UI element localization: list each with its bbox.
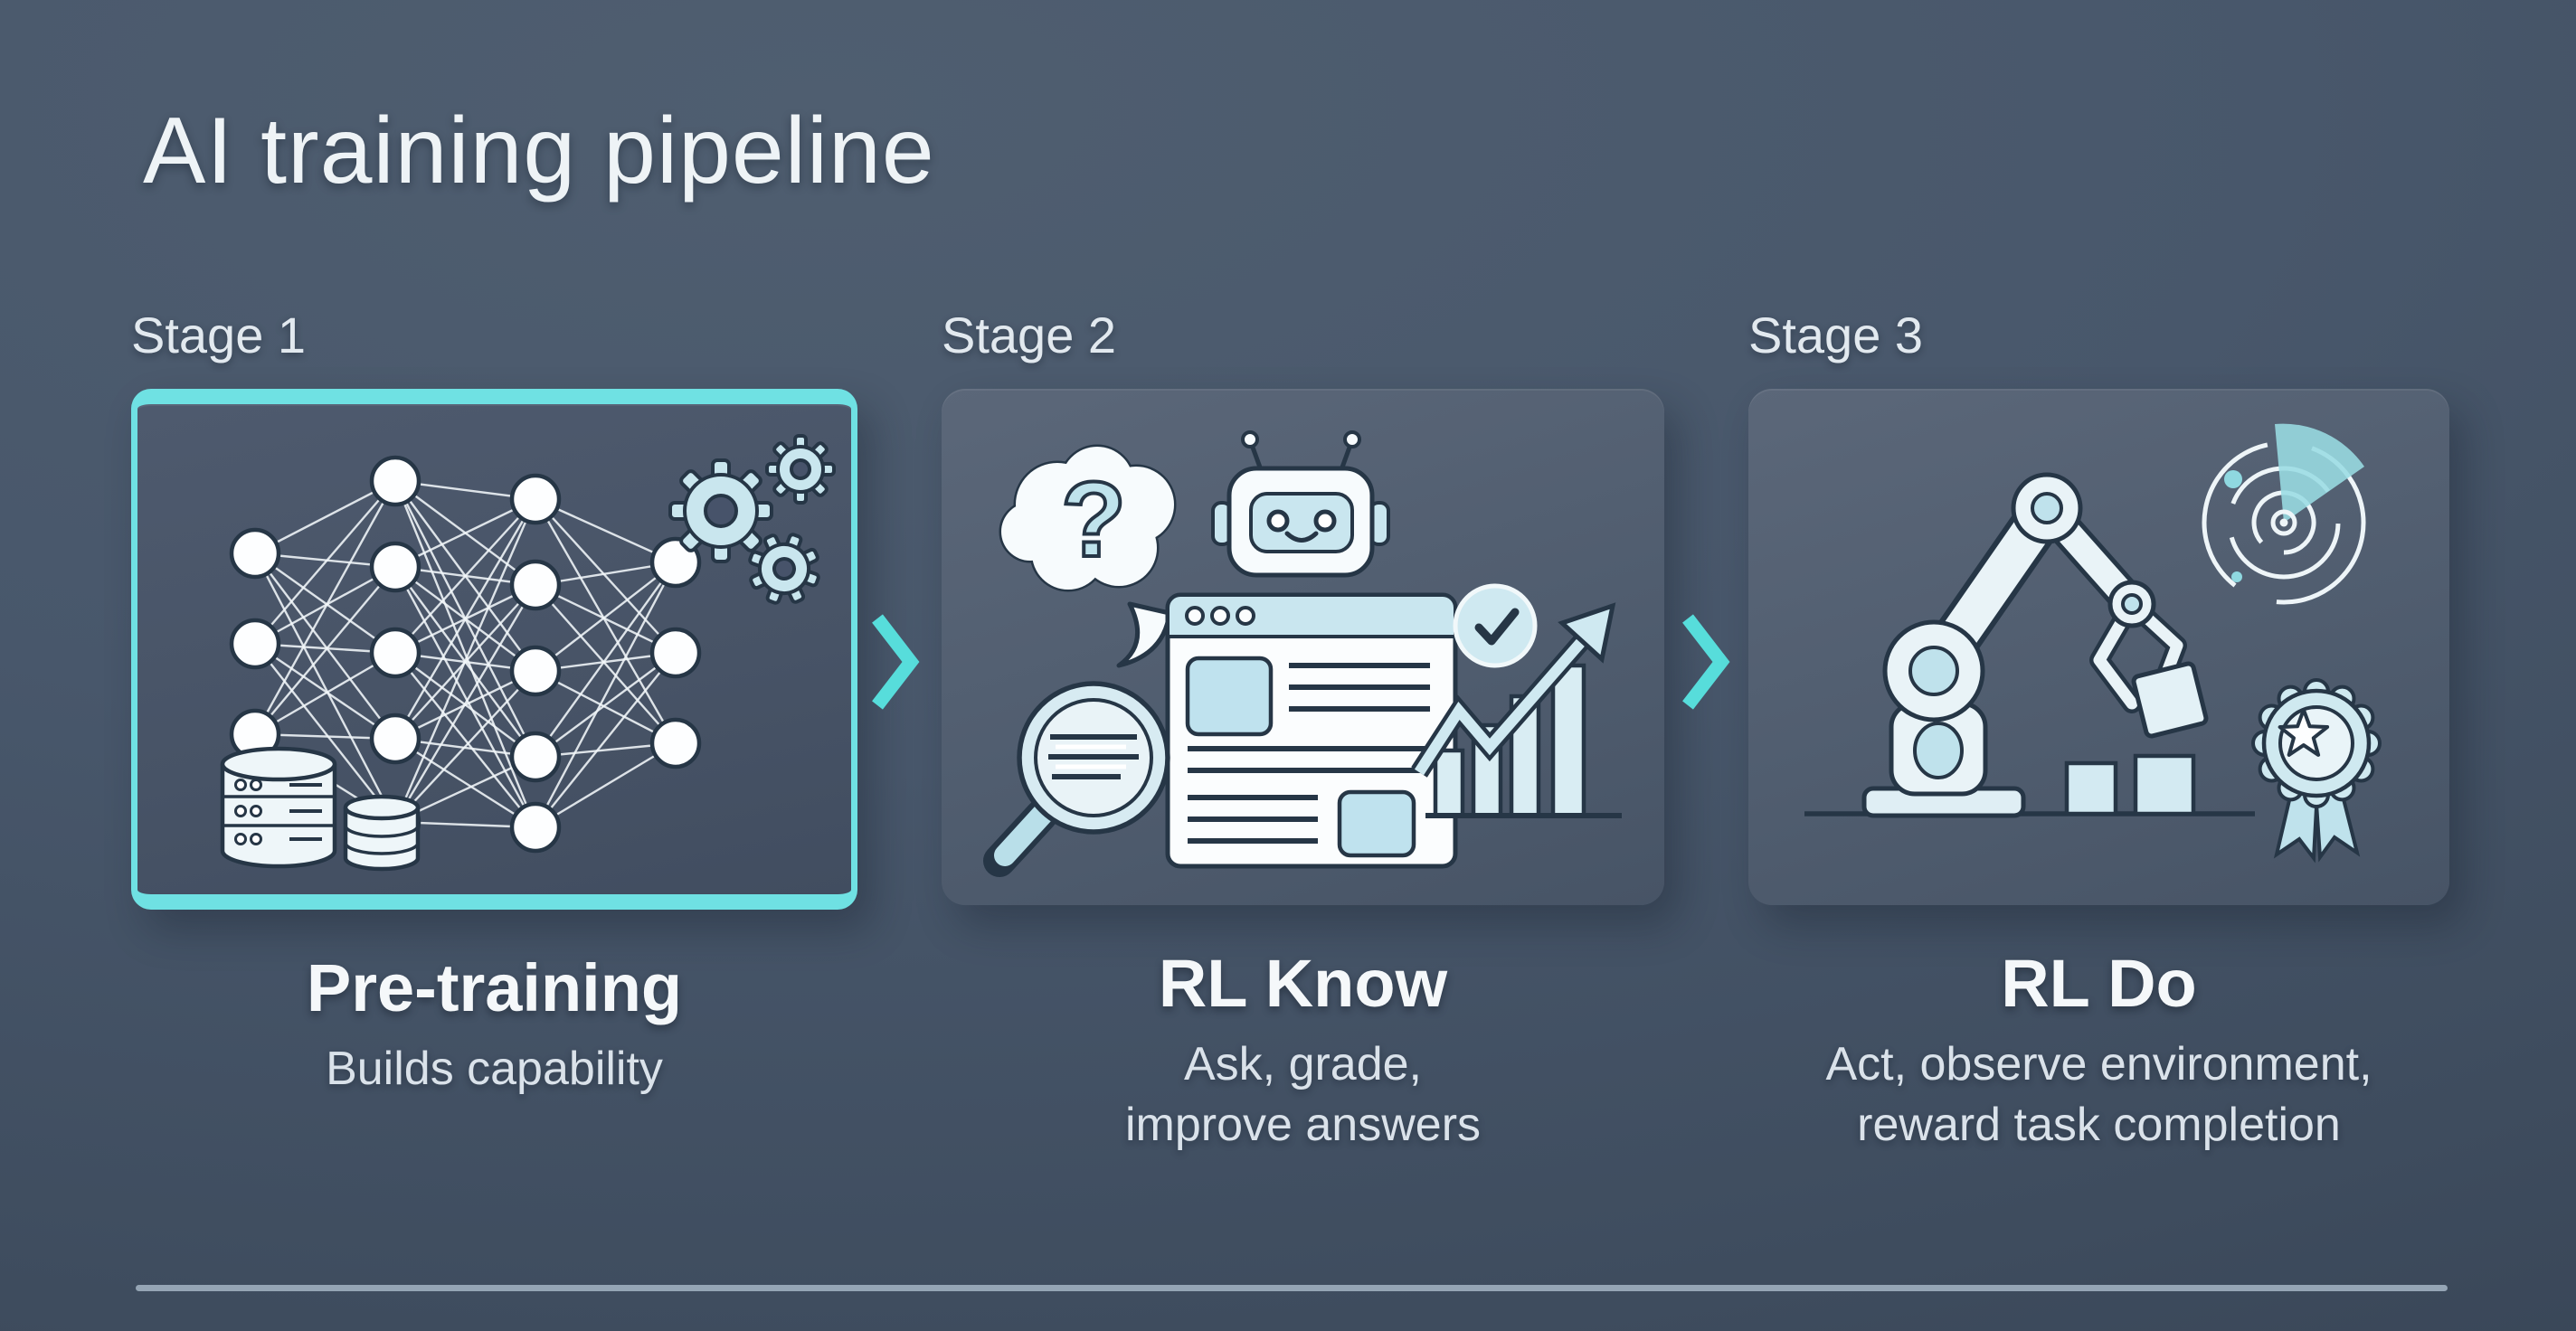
stage-1-subtitle: Builds capability bbox=[131, 1039, 857, 1100]
stage-3-column: Stage 3 bbox=[1748, 306, 2449, 1156]
stage-3-card bbox=[1748, 389, 2449, 905]
chevron-right-icon bbox=[1682, 614, 1730, 710]
stage-2-title: RL Know bbox=[1158, 946, 1448, 1021]
stage-1-column: Stage 1 bbox=[131, 306, 857, 1100]
stage-2-caption: RL Know Ask, grade, improve answers bbox=[942, 946, 1664, 1156]
stage-2-column: Stage 2 bbox=[942, 306, 1664, 1156]
growth-chart-icon bbox=[1411, 602, 1622, 818]
stage-1-title: Pre-training bbox=[306, 950, 683, 1025]
magnifier-icon bbox=[983, 681, 1170, 877]
boxes-icon bbox=[1804, 753, 2255, 817]
robot-arm-icon bbox=[1861, 472, 2209, 818]
stage-1-card bbox=[131, 389, 857, 910]
stage-1-illustration bbox=[220, 434, 836, 872]
browser-window-icon bbox=[1165, 592, 1458, 869]
stage-1-subtitle-line: Builds capability bbox=[326, 1042, 663, 1095]
stage-3-subtitle: Act, observe environment, reward task co… bbox=[1748, 1034, 2449, 1156]
stage-1-caption: Pre-training Builds capability bbox=[131, 950, 857, 1100]
stage-2-label: Stage 2 bbox=[942, 307, 1117, 363]
question-mark-icon: ? bbox=[1061, 460, 1126, 580]
award-ribbon-icon bbox=[2251, 678, 2382, 864]
chevron-right-icon bbox=[872, 614, 920, 710]
stage-3-label: Stage 3 bbox=[1748, 307, 1924, 363]
stage-2-subtitle-line: Ask, grade, bbox=[1183, 1037, 1423, 1090]
stage-2-illustration: ? bbox=[983, 430, 1622, 877]
footer-divider bbox=[136, 1285, 2448, 1291]
thought-bubble-icon: ? bbox=[999, 444, 1177, 668]
stage-2-card: ? bbox=[942, 389, 1664, 905]
stage-3-illustration bbox=[1804, 423, 2382, 864]
stage-2-subtitle: Ask, grade, improve answers bbox=[942, 1034, 1664, 1156]
check-circle-icon bbox=[1453, 583, 1538, 668]
stage-3-subtitle-line: Act, observe environment, bbox=[1825, 1037, 2372, 1090]
radar-icon bbox=[2202, 423, 2366, 605]
gears-icon bbox=[668, 434, 836, 605]
robot-head-icon bbox=[1211, 430, 1390, 578]
stage-3-title: RL Do bbox=[2001, 946, 2197, 1021]
stage-1-label: Stage 1 bbox=[131, 307, 307, 363]
page-title: AI training pipeline bbox=[143, 99, 935, 203]
stage-2-subtitle-line: improve answers bbox=[1124, 1099, 1482, 1152]
stage-3-subtitle-line: reward task completion bbox=[1857, 1099, 2341, 1152]
stage-3-caption: RL Do Act, observe environment, reward t… bbox=[1748, 946, 2449, 1156]
database-icon bbox=[220, 746, 421, 872]
